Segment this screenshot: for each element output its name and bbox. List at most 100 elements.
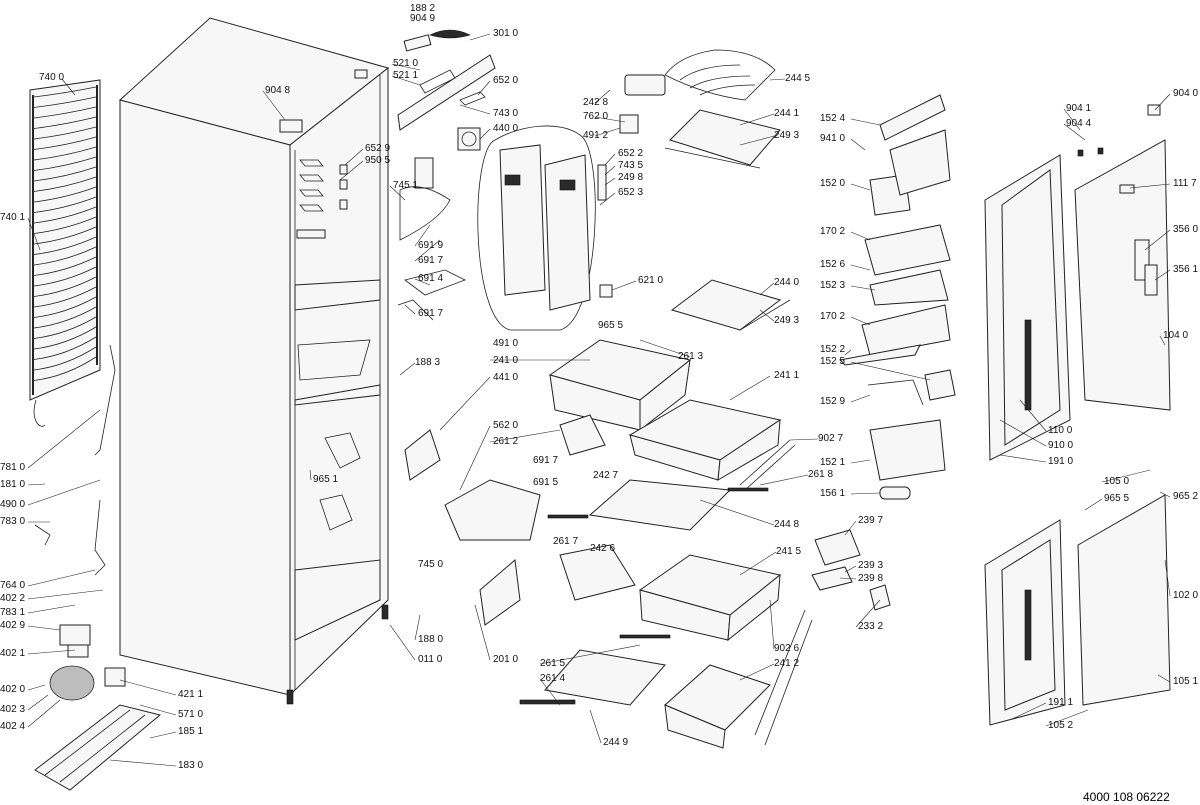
part-label-011-0: 011 0 bbox=[418, 654, 443, 665]
top-parts bbox=[279, 29, 496, 321]
part-label-242-7: 242 7 bbox=[593, 470, 619, 481]
part-label-242-6: 242 6 bbox=[590, 543, 616, 554]
part-label-105-1: 105 1 bbox=[1173, 676, 1199, 687]
part-label-904-0: 904 0 bbox=[1173, 88, 1199, 99]
part-label-764-0: 764 0 bbox=[0, 580, 26, 591]
part-label-241-1: 241 1 bbox=[774, 370, 800, 381]
part-label-242-8: 242 8 bbox=[583, 97, 609, 108]
part-label-356-1: 356 1 bbox=[1173, 264, 1199, 275]
part-label-904-1: 904 1 bbox=[1066, 103, 1092, 114]
part-label-691-7-c: 691 7 bbox=[533, 455, 559, 466]
part-label-965-5-a: 965 5 bbox=[598, 320, 624, 331]
part-label-521-0: 521 0 bbox=[393, 58, 419, 69]
part-label-740-0: 740 0 bbox=[39, 72, 65, 83]
part-label-902-7: 902 7 bbox=[818, 433, 844, 444]
part-label-402-9: 402 9 bbox=[0, 620, 26, 631]
part-label-152-6: 152 6 bbox=[820, 259, 846, 270]
part-label-490-0: 490 0 bbox=[0, 499, 26, 510]
part-label-241-2: 241 2 bbox=[774, 658, 800, 669]
part-label-152-2: 152 2 bbox=[820, 344, 846, 355]
part-label-965-1: 965 1 bbox=[313, 474, 339, 485]
part-label-239-3: 239 3 bbox=[858, 560, 884, 571]
part-label-781-0: 781 0 bbox=[0, 462, 26, 473]
part-label-652-9: 652 9 bbox=[365, 143, 391, 154]
doors bbox=[984, 104, 1171, 726]
part-label-910-0: 910 0 bbox=[1048, 440, 1074, 451]
part-label-261-7: 261 7 bbox=[553, 536, 579, 547]
fridge-shelves bbox=[597, 49, 791, 331]
part-label-152-0: 152 0 bbox=[820, 178, 846, 189]
part-label-185-1: 185 1 bbox=[178, 726, 204, 737]
condenser-coil bbox=[29, 79, 116, 456]
part-label-241-0: 241 0 bbox=[493, 355, 519, 366]
part-label-181-0: 181 0 bbox=[0, 479, 26, 490]
part-label-743-5: 743 5 bbox=[618, 160, 644, 171]
part-label-261-2: 261 2 bbox=[493, 436, 519, 447]
part-label-170-2-b: 170 2 bbox=[820, 311, 846, 322]
part-label-440-0: 440 0 bbox=[493, 123, 519, 134]
part-label-152-4: 152 4 bbox=[820, 113, 846, 124]
part-label-691-7-a: 691 7 bbox=[418, 255, 444, 266]
part-label-152-3: 152 3 bbox=[820, 280, 846, 291]
part-label-104-0: 104 0 bbox=[1163, 330, 1189, 341]
part-label-621-0: 621 0 bbox=[638, 275, 664, 286]
document-number: 4000 108 06222 bbox=[1083, 790, 1170, 804]
part-label-105-0: 105 0 bbox=[1104, 476, 1130, 487]
part-label-244-0: 244 0 bbox=[774, 277, 800, 288]
part-label-402-2: 402 2 bbox=[0, 593, 26, 604]
part-label-244-1: 244 1 bbox=[774, 108, 800, 119]
door-bins bbox=[811, 94, 956, 611]
leader-lines bbox=[27, 33, 1171, 767]
part-label-191-0: 191 0 bbox=[1048, 456, 1074, 467]
part-label-762-0: 762 0 bbox=[583, 111, 609, 122]
part-label-965-2: 965 2 bbox=[1173, 491, 1199, 502]
part-label-261-8: 261 8 bbox=[808, 469, 834, 480]
part-label-441-0: 441 0 bbox=[493, 372, 519, 383]
part-label-743-0: 743 0 bbox=[493, 108, 519, 119]
part-label-152-9: 152 9 bbox=[820, 396, 846, 407]
part-label-652-2: 652 2 bbox=[618, 148, 644, 159]
part-label-691-5: 691 5 bbox=[533, 477, 559, 488]
part-label-170-2-a: 170 2 bbox=[820, 226, 846, 237]
part-label-402-3: 402 3 bbox=[0, 704, 26, 715]
part-label-249-8: 249 8 bbox=[618, 172, 644, 183]
part-label-904-9: 904 9 bbox=[410, 13, 436, 24]
part-label-244-5: 244 5 bbox=[785, 73, 811, 84]
part-label-783-0: 783 0 bbox=[0, 516, 26, 527]
part-label-491-0: 491 0 bbox=[493, 338, 519, 349]
part-label-904-8: 904 8 bbox=[265, 85, 291, 96]
part-label-356-0: 356 0 bbox=[1173, 224, 1199, 235]
part-label-402-4: 402 4 bbox=[0, 721, 26, 732]
part-label-301-0: 301 0 bbox=[493, 28, 519, 39]
part-label-244-9: 244 9 bbox=[603, 737, 629, 748]
part-label-745-1: 745 1 bbox=[393, 180, 419, 191]
part-label-571-0: 571 0 bbox=[178, 709, 204, 720]
part-label-745-0: 745 0 bbox=[418, 559, 444, 570]
part-label-740-1: 740 1 bbox=[0, 212, 26, 223]
part-label-233-2: 233 2 bbox=[858, 621, 884, 632]
part-label-249-3-b: 249 3 bbox=[774, 315, 800, 326]
part-label-902-6: 902 6 bbox=[774, 643, 800, 654]
part-label-950-5: 950 5 bbox=[365, 155, 391, 166]
part-label-421-1: 421 1 bbox=[178, 689, 204, 700]
part-label-652-3: 652 3 bbox=[618, 187, 644, 198]
part-label-691-4: 691 4 bbox=[418, 273, 444, 284]
part-label-110-0: 110 0 bbox=[1048, 425, 1073, 436]
part-label-239-8: 239 8 bbox=[858, 573, 884, 584]
part-label-188-0: 188 0 bbox=[418, 634, 444, 645]
part-label-691-9: 691 9 bbox=[418, 240, 444, 251]
cabinet bbox=[118, 17, 390, 705]
compressor-base bbox=[34, 499, 162, 791]
part-label-261-5: 261 5 bbox=[540, 658, 566, 669]
part-label-241-5: 241 5 bbox=[776, 546, 802, 557]
part-label-261-3: 261 3 bbox=[678, 351, 704, 362]
part-label-191-1: 191 1 bbox=[1048, 697, 1074, 708]
part-label-904-4: 904 4 bbox=[1066, 118, 1092, 129]
part-label-244-8: 244 8 bbox=[774, 519, 800, 530]
part-label-111-7: 111 7 bbox=[1173, 178, 1197, 189]
part-label-941-0: 941 0 bbox=[820, 133, 846, 144]
part-label-102-0: 102 0 bbox=[1173, 590, 1199, 601]
part-label-152-5: 152 5 bbox=[820, 356, 846, 367]
